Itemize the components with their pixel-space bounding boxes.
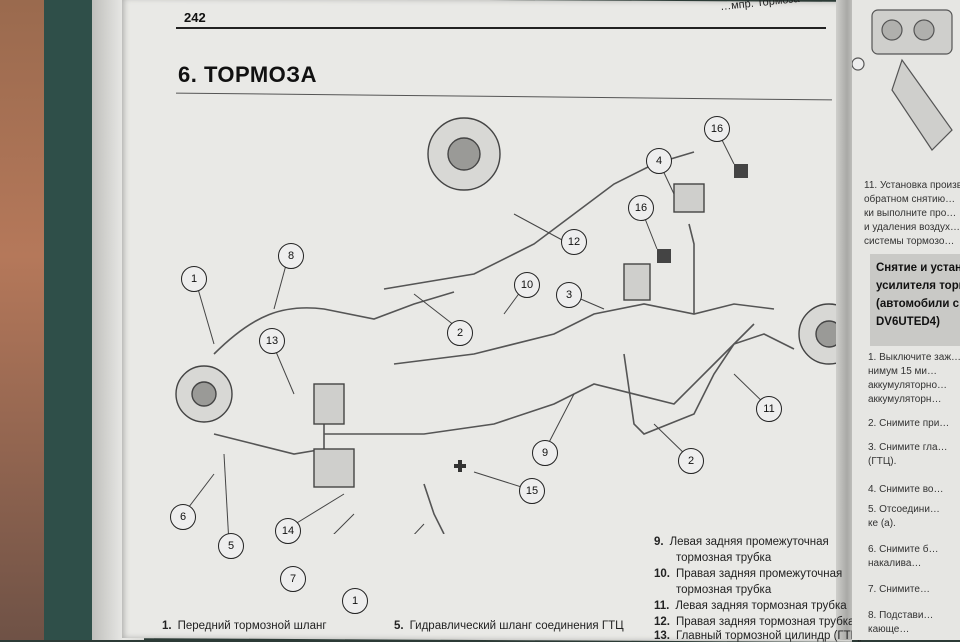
callout-14: 14 (275, 518, 301, 544)
rp-intro-line-4: и удаления воздух… (864, 222, 960, 233)
legend-item-11: 11.Левая задняя тормозная трубка (654, 600, 847, 612)
abs-unit (313, 448, 355, 488)
callout-16-upper: 16 (704, 116, 730, 142)
rp-step-2: 2. Снимите при… (868, 418, 950, 429)
callout-4: 4 (646, 148, 672, 174)
right-page-illustration (852, 9, 953, 151)
callout-12: 12 (561, 229, 587, 255)
master-cylinder (313, 383, 345, 425)
pipe-9 (324, 323, 755, 435)
callout-3: 3 (556, 282, 582, 308)
fastener-15 (454, 460, 466, 472)
legend-item-1: 1.Передний тормозной шланг (162, 620, 327, 632)
rp-step-1d: аккумуляторн… (868, 394, 942, 405)
leader-5 (223, 453, 229, 534)
rp-step-1c: аккумуляторно… (868, 380, 948, 391)
callout-5: 5 (218, 533, 244, 559)
callout-2-lower: 2 (678, 448, 704, 474)
legend-item-9-cont: тормозная трубка (676, 552, 772, 564)
callout-6: 6 (170, 504, 196, 530)
rp-intro-line-1: 11. Установка произво… (864, 180, 960, 191)
rp-step-6a: 6. Снимите б… (868, 544, 939, 555)
leader-1b (413, 523, 425, 534)
rp-step-7: 7. Снимите… (868, 584, 930, 595)
rp-intro-line-2: обратном снятию… (864, 194, 956, 205)
legend-item-13: 13.Главный тормозной цилиндр (ГТЦ) (654, 630, 863, 642)
bracket-4 (673, 183, 705, 213)
rp-step-8a: 8. Подстави… (868, 610, 934, 621)
pipe-2 (688, 223, 695, 314)
pipe-8 (213, 291, 455, 355)
bracket-3 (623, 263, 651, 301)
pipe-11 (623, 333, 795, 435)
callout-15: 15 (519, 478, 545, 504)
rp-step-6b: накалива… (868, 558, 922, 569)
rp-step-5b: ке (a). (868, 518, 896, 529)
pipe-6 (213, 433, 325, 455)
header-rule (176, 27, 826, 29)
rp-step-1a: 1. Выключите заж… (868, 352, 960, 363)
legend-item-12: 12.Правая задняя тормозная трубка (654, 616, 855, 628)
rp-step-4: 4. Снимите во… (868, 484, 944, 495)
legend-item-9: 9.Левая задняя промежуточная (654, 536, 829, 548)
leader-1a (195, 281, 215, 345)
pipe-rear-right (423, 483, 445, 534)
callout-11: 11 (756, 396, 782, 422)
legend-item-5: 5.Гидравлический шланг соединения ГТЦ (394, 620, 624, 632)
callout-9: 9 (532, 440, 558, 466)
fastener-16a (734, 164, 748, 178)
pipe-10 (393, 303, 775, 365)
rp-box-line-4: DV6UTED4) (876, 316, 940, 328)
rp-step-1b: нимум 15 ми… (868, 366, 937, 377)
callout-16-lower: 16 (628, 195, 654, 221)
rp-box-line-1: Снятие и устано… (876, 262, 960, 274)
legend-item-10-cont: тормозная трубка (676, 584, 772, 596)
rp-step-5a: 5. Отсоедини… (868, 504, 940, 515)
leader-12 (513, 213, 565, 242)
callout-1: 1 (181, 266, 207, 292)
callout-1-lower: 1 (342, 588, 368, 614)
diagram-svg (175, 117, 836, 534)
rp-intro-line-5: системы тормозо… (864, 236, 955, 247)
rp-step-8b: кающе… (868, 624, 910, 635)
rp-step-3b: (ГТЦ). (868, 456, 897, 467)
rp-step-3a: 3. Снимите гла… (868, 442, 948, 453)
section-title: 6. ТОРМОЗА (178, 62, 317, 87)
fastener-16b (657, 249, 671, 263)
callout-2-upper: 2 (447, 320, 473, 346)
callout-7: 7 (280, 566, 306, 592)
rp-intro-line-3: ки выполните про… (864, 208, 957, 219)
callout-10: 10 (514, 272, 540, 298)
callout-13: 13 (259, 328, 285, 354)
page-number: 242 (184, 10, 206, 25)
brake-system-diagram (174, 104, 836, 534)
callout-8: 8 (278, 243, 304, 269)
rp-box-line-2: усилителя торм… (876, 280, 960, 292)
rp-box-line-3: (автомобили с д… (876, 298, 960, 310)
rp-section-box (870, 254, 960, 346)
leader-7 (333, 513, 355, 534)
legend-item-10: 10.Правая задняя промежуточная (654, 568, 843, 580)
